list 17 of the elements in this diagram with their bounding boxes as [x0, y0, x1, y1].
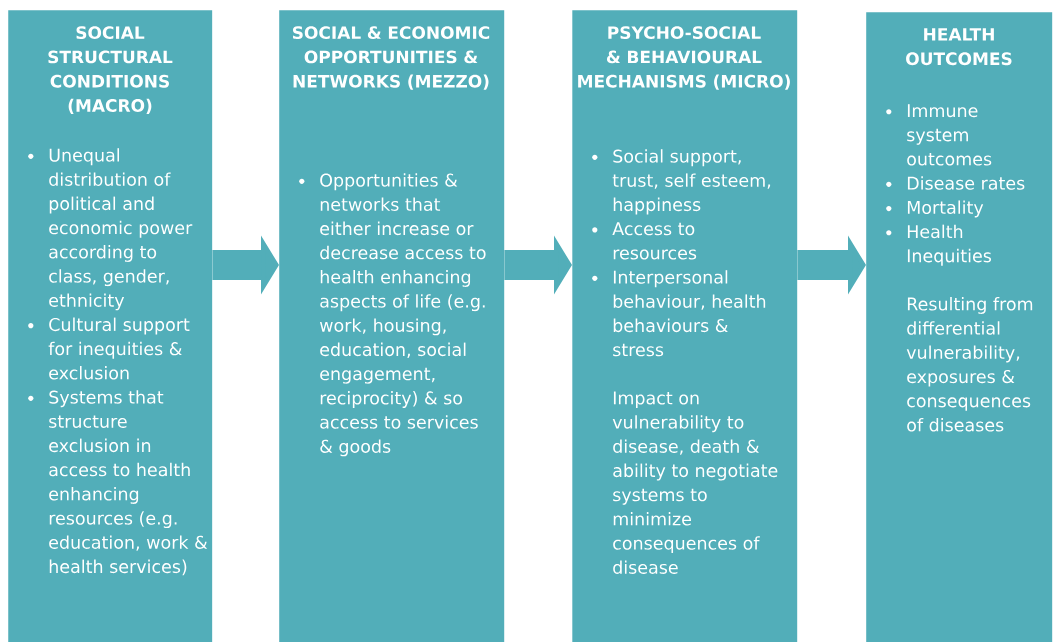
bullet-item: Access to resources: [612, 222, 697, 260]
bullet-item: Social support, trust, self esteem, happiness: [612, 149, 771, 215]
bullet-item: Mortality: [907, 200, 984, 218]
body-paragraph: Resulting from differential vulnerability, exposures & consequences of diseases: [906, 297, 1033, 432]
column-heading: SOCIAL & ECONOMIC OPPORTUNITIES & NETWORKS (MEZZO): [292, 26, 490, 90]
bullet-item: Unequal distribution of political and economic power according to class, gender, ethnicity: [49, 148, 193, 311]
body-paragraph: Impact on vulnerability to disease, death & ability to negotiate systems to minimize consequences of disease: [612, 391, 778, 574]
bullet-item: Opportunities & networks that either increase or decrease access to health enhancing aspects of life (e.g. work, housing, education, social engagement, reciprocity) & so access to services & goods: [319, 173, 486, 457]
column-heading: PSYCHO-SOCIAL & BEHAVIOURAL MECHANISMS (MICRO): [578, 26, 790, 90]
bullet-item: Immune system outcomes: [907, 104, 992, 166]
bullet-item: Cultural support for inequities & exclusion: [48, 317, 190, 380]
column-heading: HEALTH OUTCOMES: [906, 28, 1012, 66]
bullet-item: Health Inequities: [907, 224, 992, 266]
bullet-item: Disease rates: [907, 176, 1025, 190]
bullet-item: Interpersonal behaviour, health behaviours & stress: [613, 270, 766, 357]
column-heading: SOCIAL STRUCTURAL CONDITIONS (MACRO): [48, 26, 173, 114]
bullet-item: Systems that structure exclusion in access to health enhancing resources (e.g. education, work & health services): [49, 390, 208, 576]
